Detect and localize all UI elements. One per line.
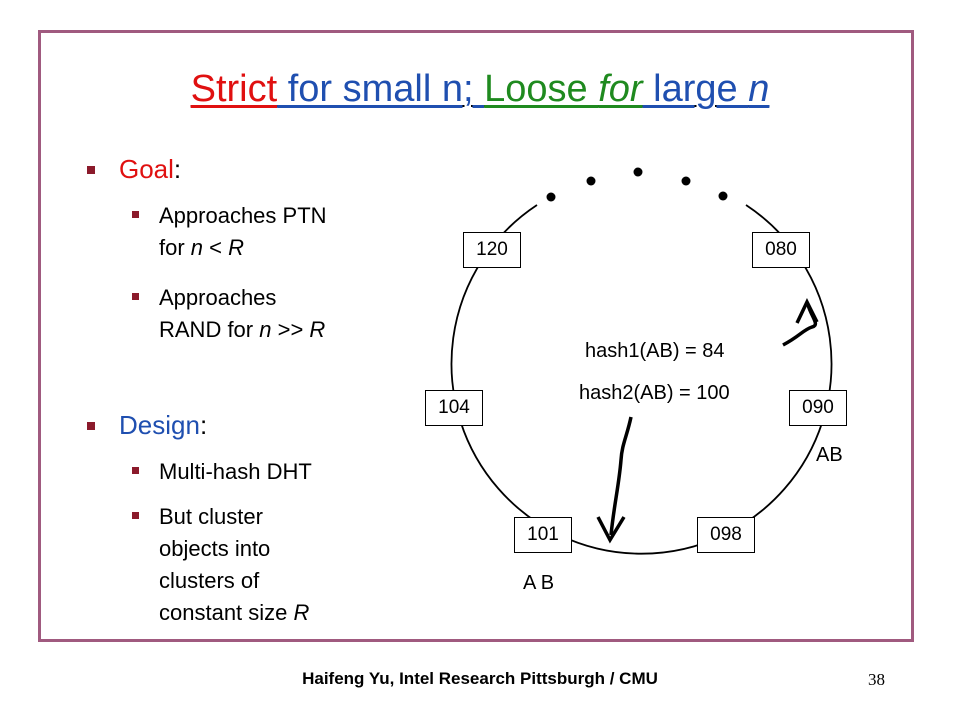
bullet-square-icon xyxy=(132,512,139,519)
goal-label: Goal xyxy=(119,154,174,184)
bullet-square-icon xyxy=(132,467,139,474)
bullet-square-icon xyxy=(132,211,139,218)
bullet-square-icon xyxy=(132,293,139,300)
goal-item-rand: Approaches RAND for n >> R xyxy=(132,282,326,346)
node-098: 098 xyxy=(697,517,755,553)
goal-colon: : xyxy=(173,154,182,184)
design-item-multihash-text: Multi-hash DHT xyxy=(159,459,312,484)
design-item-cluster-line3: clusters of xyxy=(159,568,260,593)
design-item-cluster-line1: But cluster xyxy=(159,504,263,529)
goal-item-ptn-line1: Approaches PTN xyxy=(159,203,327,228)
title-strict: Strict xyxy=(190,68,278,110)
hash1-label: hash1(AB) = 84 xyxy=(585,340,725,362)
design-bullet: Design: xyxy=(87,410,208,441)
ellipsis-dot xyxy=(681,176,691,186)
dht-ring xyxy=(450,204,833,555)
hash2-arrow xyxy=(609,416,633,536)
title-loose: Loose xyxy=(484,68,599,110)
title-for: for xyxy=(598,68,643,110)
title-large: large xyxy=(642,68,749,110)
goal-bullet: Goal: xyxy=(87,154,182,185)
object-label-a-b: A B xyxy=(523,572,555,594)
node-090: 090 xyxy=(789,390,847,426)
node-101: 101 xyxy=(514,517,572,553)
ellipsis-dot xyxy=(718,191,728,201)
ellipsis-dot xyxy=(546,192,556,202)
title-small-n: for small n; xyxy=(277,68,485,110)
design-label: Design xyxy=(119,410,200,440)
bullet-square-icon xyxy=(87,166,95,174)
hash1-arrowhead xyxy=(795,298,819,324)
goal-item-rand-line2: RAND for n >> R xyxy=(159,317,326,342)
goal-item-rand-line1: Approaches xyxy=(159,285,277,310)
goal-item-ptn-line2: for n < R xyxy=(159,235,245,260)
ellipsis-dot xyxy=(586,176,596,186)
title-n: n xyxy=(748,68,770,110)
node-080: 080 xyxy=(752,232,810,268)
design-item-multihash: Multi-hash DHT xyxy=(132,456,312,488)
slide-title: Strict for small n; Loose for large n xyxy=(0,68,960,111)
node-104: 104 xyxy=(425,390,483,426)
slide-footer: Haifeng Yu, Intel Research Pittsburgh / … xyxy=(302,669,658,688)
design-item-cluster-line4: constant size R xyxy=(159,600,310,625)
slide-frame xyxy=(38,30,914,642)
goal-item-ptn: Approaches PTN for n < R xyxy=(132,200,327,264)
object-label-ab: AB xyxy=(816,444,843,466)
page-number: 38 xyxy=(868,670,885,689)
design-item-cluster: But cluster objects into clusters of con… xyxy=(132,501,310,629)
design-colon: : xyxy=(199,410,208,440)
design-item-cluster-line2: objects into xyxy=(159,536,271,561)
bullet-square-icon xyxy=(87,422,95,430)
node-120: 120 xyxy=(463,232,521,268)
ellipsis-dot xyxy=(633,167,643,177)
hash2-label: hash2(AB) = 100 xyxy=(579,382,730,404)
hash2-arrowhead xyxy=(596,516,626,544)
